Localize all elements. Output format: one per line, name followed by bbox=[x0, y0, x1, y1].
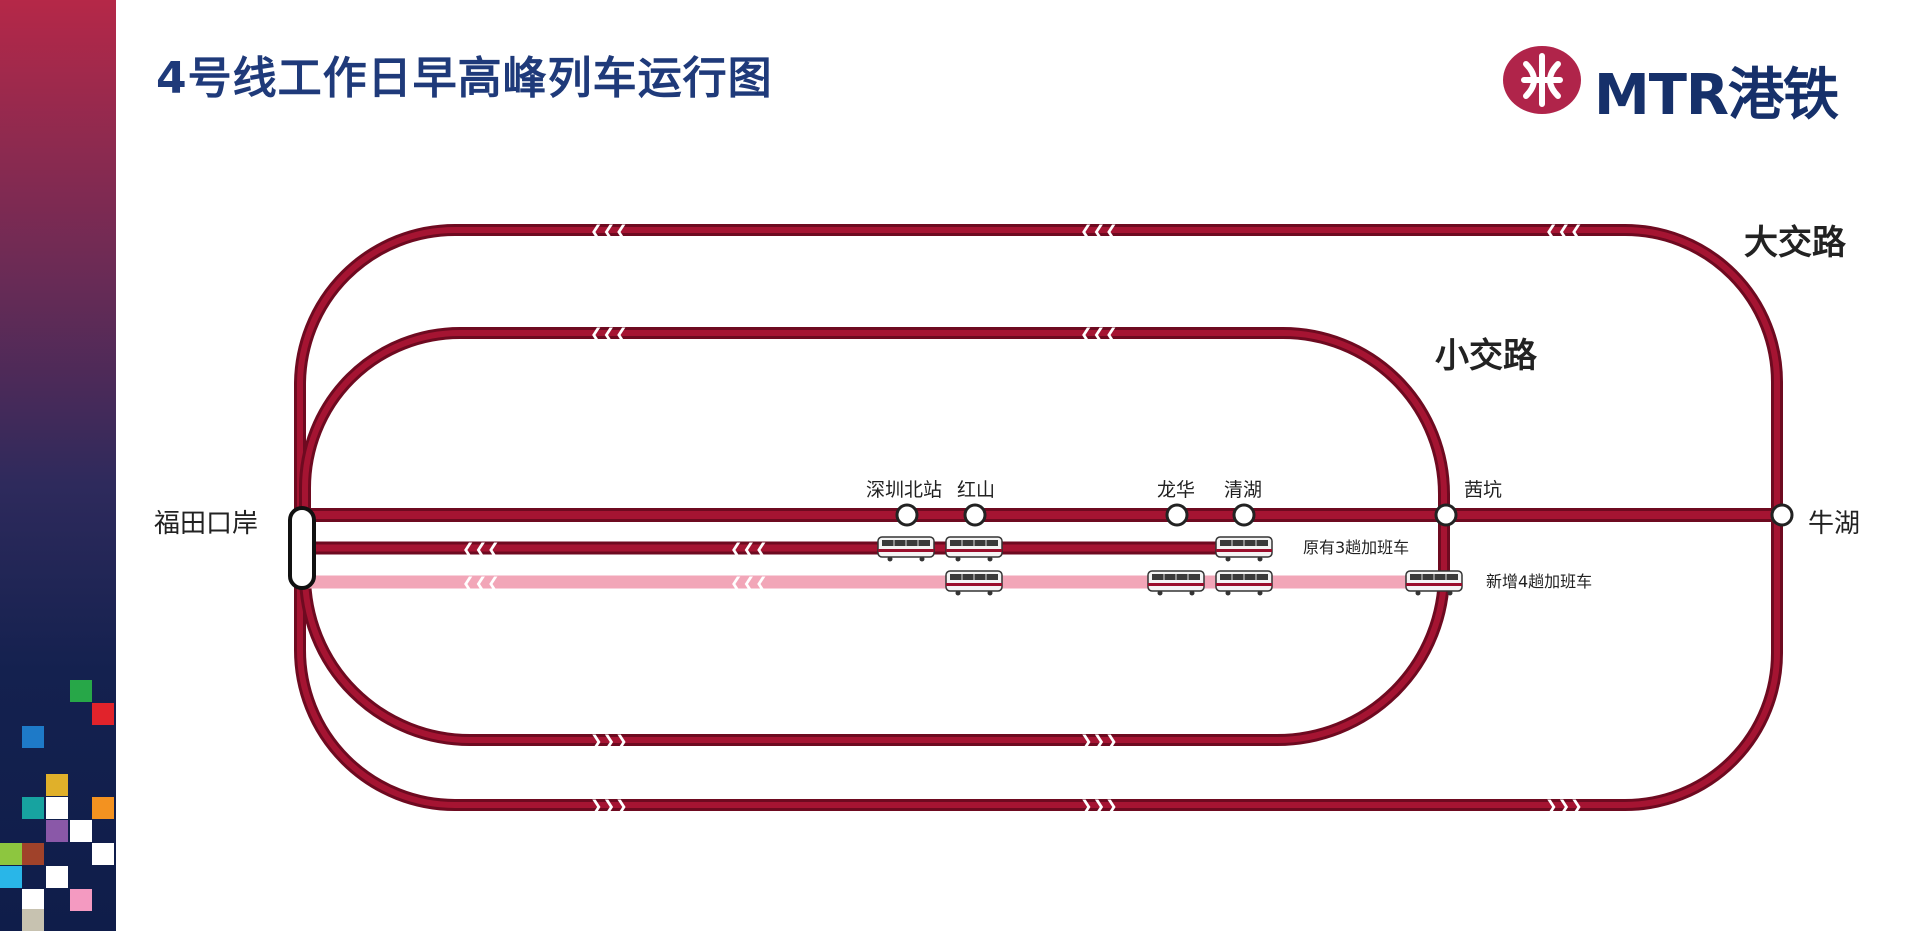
pixel-square bbox=[46, 774, 68, 796]
train-icon bbox=[1147, 570, 1205, 597]
route-label-long-loop: 大交路 bbox=[1744, 223, 1847, 263]
direction-arrow-left: ❮❮❮ bbox=[590, 222, 628, 240]
mtr-logo-icon bbox=[1503, 46, 1581, 114]
train-icon bbox=[945, 570, 1003, 597]
mtr-logo: MTR港铁 bbox=[1502, 44, 1839, 128]
page-title: 4号线工作日早高峰列车运行图 bbox=[156, 53, 773, 104]
station-label-niuhu: 牛湖 bbox=[1808, 509, 1860, 539]
station-label-longhua: 龙华 bbox=[1157, 479, 1195, 501]
train-icon bbox=[945, 536, 1003, 563]
direction-arrow-right: ❯❯❯ bbox=[590, 797, 628, 815]
pixel-square bbox=[0, 843, 22, 865]
pixel-square bbox=[0, 866, 22, 888]
station-circle-icon bbox=[1770, 503, 1794, 527]
direction-arrow-left: ❮❮❮ bbox=[590, 325, 628, 343]
direction-arrow-right: ❯❯❯ bbox=[1545, 797, 1583, 815]
mtr-brand-text: MTR港铁 bbox=[1594, 63, 1839, 128]
legend-existing-trains: 原有3趟加班车 bbox=[1303, 538, 1409, 557]
station-label-qinghu: 清湖 bbox=[1224, 479, 1262, 501]
direction-arrow-left: ❮❮❮ bbox=[462, 574, 500, 592]
station-label-hongshan: 红山 bbox=[957, 479, 995, 501]
train-icon bbox=[1405, 570, 1463, 597]
terminal-capsule bbox=[288, 506, 316, 590]
direction-arrow-left: ❮❮❮ bbox=[730, 574, 768, 592]
pixel-square bbox=[22, 909, 44, 931]
station-circle-icon bbox=[1165, 503, 1189, 527]
direction-arrow-left: ❮❮❮ bbox=[1080, 222, 1118, 240]
pixel-square bbox=[70, 889, 92, 911]
pixel-square bbox=[92, 843, 114, 865]
station-label-futian: 福田口岸 bbox=[154, 509, 258, 539]
pixel-square bbox=[92, 797, 114, 819]
pixel-square bbox=[22, 726, 44, 748]
short-loop-track bbox=[299, 327, 1450, 746]
train-icon bbox=[1215, 570, 1273, 597]
direction-arrow-right: ❯❯❯ bbox=[1080, 797, 1118, 815]
pixel-square bbox=[46, 820, 68, 842]
direction-arrow-right: ❯❯❯ bbox=[590, 732, 628, 750]
station-label-shenzhen-north: 深圳北站 bbox=[866, 479, 942, 501]
direction-arrow-left: ❮❮❮ bbox=[730, 540, 768, 558]
direction-arrow-left: ❮❮❮ bbox=[1545, 222, 1583, 240]
station-circle-icon bbox=[963, 503, 987, 527]
pixel-square bbox=[92, 703, 114, 725]
train-icon bbox=[877, 536, 935, 563]
pixel-square bbox=[22, 889, 44, 911]
station-circle-icon bbox=[895, 503, 919, 527]
direction-arrow-right: ❯❯❯ bbox=[1080, 732, 1118, 750]
station-circle-icon bbox=[1434, 503, 1458, 527]
pixel-square bbox=[22, 843, 44, 865]
pixel-square bbox=[46, 797, 68, 819]
direction-arrow-left: ❮❮❮ bbox=[1080, 325, 1118, 343]
short-loop-track-inner bbox=[302, 330, 1447, 743]
route-label-short-loop: 小交路 bbox=[1435, 336, 1538, 376]
pixel-square bbox=[70, 820, 92, 842]
pixel-square bbox=[22, 797, 44, 819]
station-circle-icon bbox=[1232, 503, 1256, 527]
train-icon bbox=[1215, 536, 1273, 563]
pixel-square bbox=[70, 680, 92, 702]
station-label-xikeng: 茜坑 bbox=[1464, 479, 1502, 501]
legend-new-trains: 新增4趟加班车 bbox=[1486, 572, 1592, 591]
pixel-square bbox=[46, 866, 68, 888]
decorative-side-bar bbox=[0, 0, 116, 931]
long-loop-track-inner bbox=[297, 227, 1780, 808]
direction-arrow-left: ❮❮❮ bbox=[462, 540, 500, 558]
